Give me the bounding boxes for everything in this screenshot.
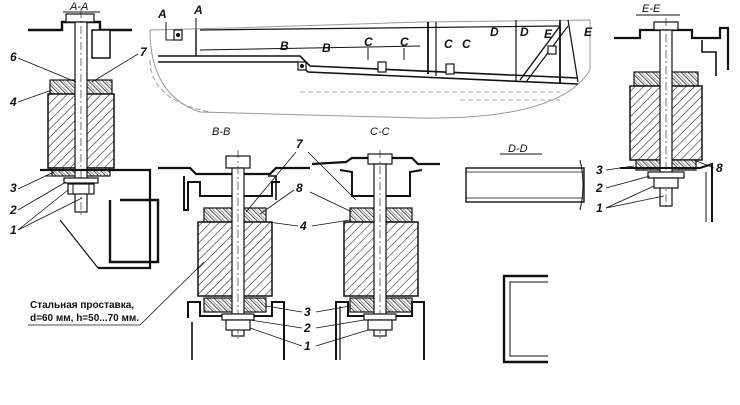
label-part-2: 2 — [9, 203, 17, 217]
label-part-2-e: 2 — [595, 181, 603, 195]
marker-a-left: A — [157, 7, 167, 21]
label-part-8-b: 8 — [296, 181, 303, 195]
frame-rail-outer — [158, 55, 579, 79]
label-part-2-bc: 2 — [303, 321, 311, 335]
label-part-1: 1 — [10, 223, 17, 237]
frame-channel — [40, 168, 152, 270]
marker-a-right: A — [193, 3, 203, 17]
section-title-e-e: E-E — [642, 3, 661, 15]
marker-c-3: C — [444, 37, 453, 51]
marker-d-1: D — [490, 25, 499, 39]
body-bracket-e — [614, 26, 730, 70]
marker-c-2: C — [400, 35, 409, 49]
nut-e — [653, 177, 679, 189]
section-title-d-d: D-D — [508, 143, 528, 155]
marker-d-2: D — [520, 25, 529, 39]
marker-e-2: E — [584, 25, 593, 39]
nut-b — [225, 319, 251, 331]
frame-plan-view: A A B B C C C C D D E E — [149, 3, 593, 119]
section-b-b: B-B 7 8 — [158, 126, 310, 360]
label-part-7-b: 7 — [296, 137, 304, 151]
spacer-note: Стальная проставка, d=60 мм, h=50...70 м… — [28, 261, 205, 326]
label-part-7: 7 — [140, 45, 148, 59]
marker-c-4: C — [462, 37, 471, 51]
label-part-3-e: 3 — [596, 163, 603, 177]
marker-c-1: C — [364, 35, 373, 49]
marker-b-right: B — [322, 41, 331, 55]
label-part-1-e: 1 — [596, 201, 603, 215]
bolt-head — [65, 13, 95, 23]
section-c-c: C-C 4 3 2 1 — [249, 126, 440, 360]
label-part-1-bc: 1 — [304, 339, 311, 353]
label-part-3-bc: 3 — [304, 305, 311, 319]
marker-b-left: B — [280, 39, 289, 53]
label-part-4-bc: 4 — [299, 219, 307, 233]
section-d-d: D-D — [465, 143, 585, 364]
section-title-b-b: B-B — [212, 126, 230, 138]
section-title-c-c: C-C — [370, 126, 390, 138]
label-part-8-e: 8 — [716, 161, 723, 175]
washer — [63, 177, 99, 184]
section-title-a-a: A-A — [69, 1, 88, 13]
nut — [67, 183, 95, 195]
frame-rail-inner — [158, 61, 579, 85]
tube-section — [465, 167, 585, 203]
section-a-a: A-A 6 7 4 3 2 1 — [9, 1, 160, 270]
section-e-e: E-E 3 2 1 8 — [595, 3, 730, 222]
marker-e-1: E — [544, 27, 553, 41]
note-line-2: d=60 мм, h=50...70 мм. — [30, 313, 139, 324]
nut-c — [367, 319, 393, 331]
label-part-6: 6 — [10, 50, 17, 64]
frame-profile — [108, 198, 160, 264]
note-line-1: Стальная проставка, — [30, 300, 134, 311]
label-part-4: 4 — [9, 95, 17, 109]
channel-section — [502, 274, 548, 364]
label-part-3: 3 — [10, 181, 17, 195]
